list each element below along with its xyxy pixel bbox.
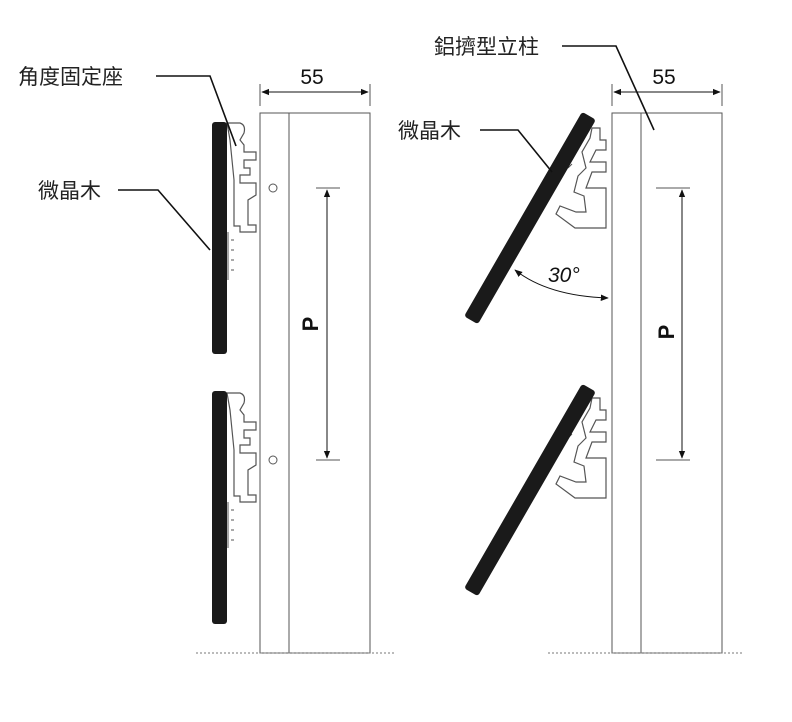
right-width-dimension: 55: [611, 66, 723, 106]
right-pitch-dimension: P: [654, 187, 690, 461]
angle-text: 30°: [548, 264, 580, 287]
left-aluminum-post: [259, 112, 371, 654]
label-angle-bracket: 角度固定座: [18, 65, 123, 89]
left-pitch-text: P: [298, 317, 323, 332]
leader-wood-left: [118, 189, 211, 251]
right-wood-slat-lower: [465, 384, 595, 596]
leader-aluminum-post: [562, 45, 655, 131]
left-hole-upper: [268, 183, 278, 193]
label-wood-right: 微晶木: [398, 119, 461, 143]
angle-annotation: 30°: [514, 264, 609, 301]
right-aluminum-post: [611, 112, 723, 654]
left-wood-slat-upper: [212, 122, 227, 354]
leader-wood-right: [480, 129, 553, 173]
label-wood-left: 微晶木: [38, 179, 101, 203]
right-width-text: 55: [652, 66, 675, 89]
left-bracket-lower: [226, 392, 257, 548]
left-bracket-upper: [226, 122, 257, 280]
left-width-text: 55: [300, 66, 323, 89]
right-pitch-text: P: [654, 325, 679, 340]
right-wood-slat-upper: [465, 112, 595, 324]
left-hole-lower: [268, 455, 278, 465]
left-assembly: 55 P: [118, 66, 394, 654]
leader-angle-bracket: [156, 75, 237, 147]
label-aluminum-post: 鋁擠型立柱: [434, 35, 539, 59]
right-assembly: 55 P 30°: [465, 45, 744, 654]
left-wood-slat-lower: [212, 391, 227, 624]
left-pitch-dimension: P: [298, 187, 340, 461]
left-width-dimension: 55: [259, 66, 371, 106]
